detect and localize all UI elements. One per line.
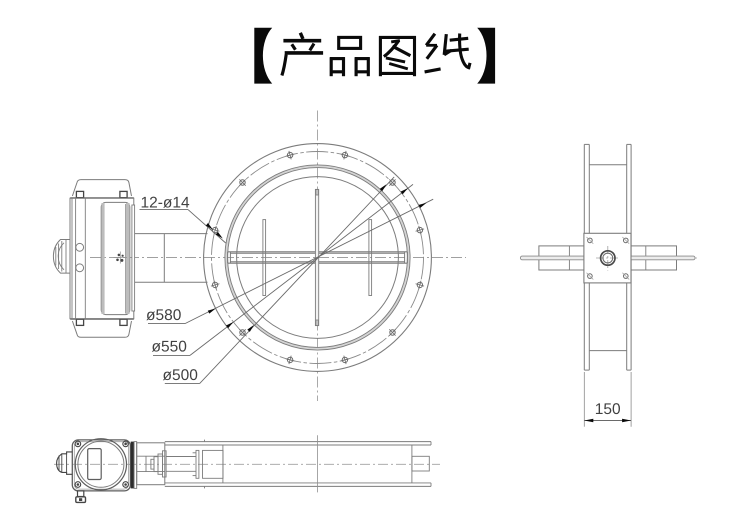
svg-text:ø550: ø550 (152, 339, 188, 356)
svg-text:150: 150 (595, 401, 621, 418)
svg-text:ø580: ø580 (146, 307, 182, 324)
svg-text:ø500: ø500 (163, 367, 199, 384)
svg-text:12-ø14: 12-ø14 (141, 194, 190, 211)
